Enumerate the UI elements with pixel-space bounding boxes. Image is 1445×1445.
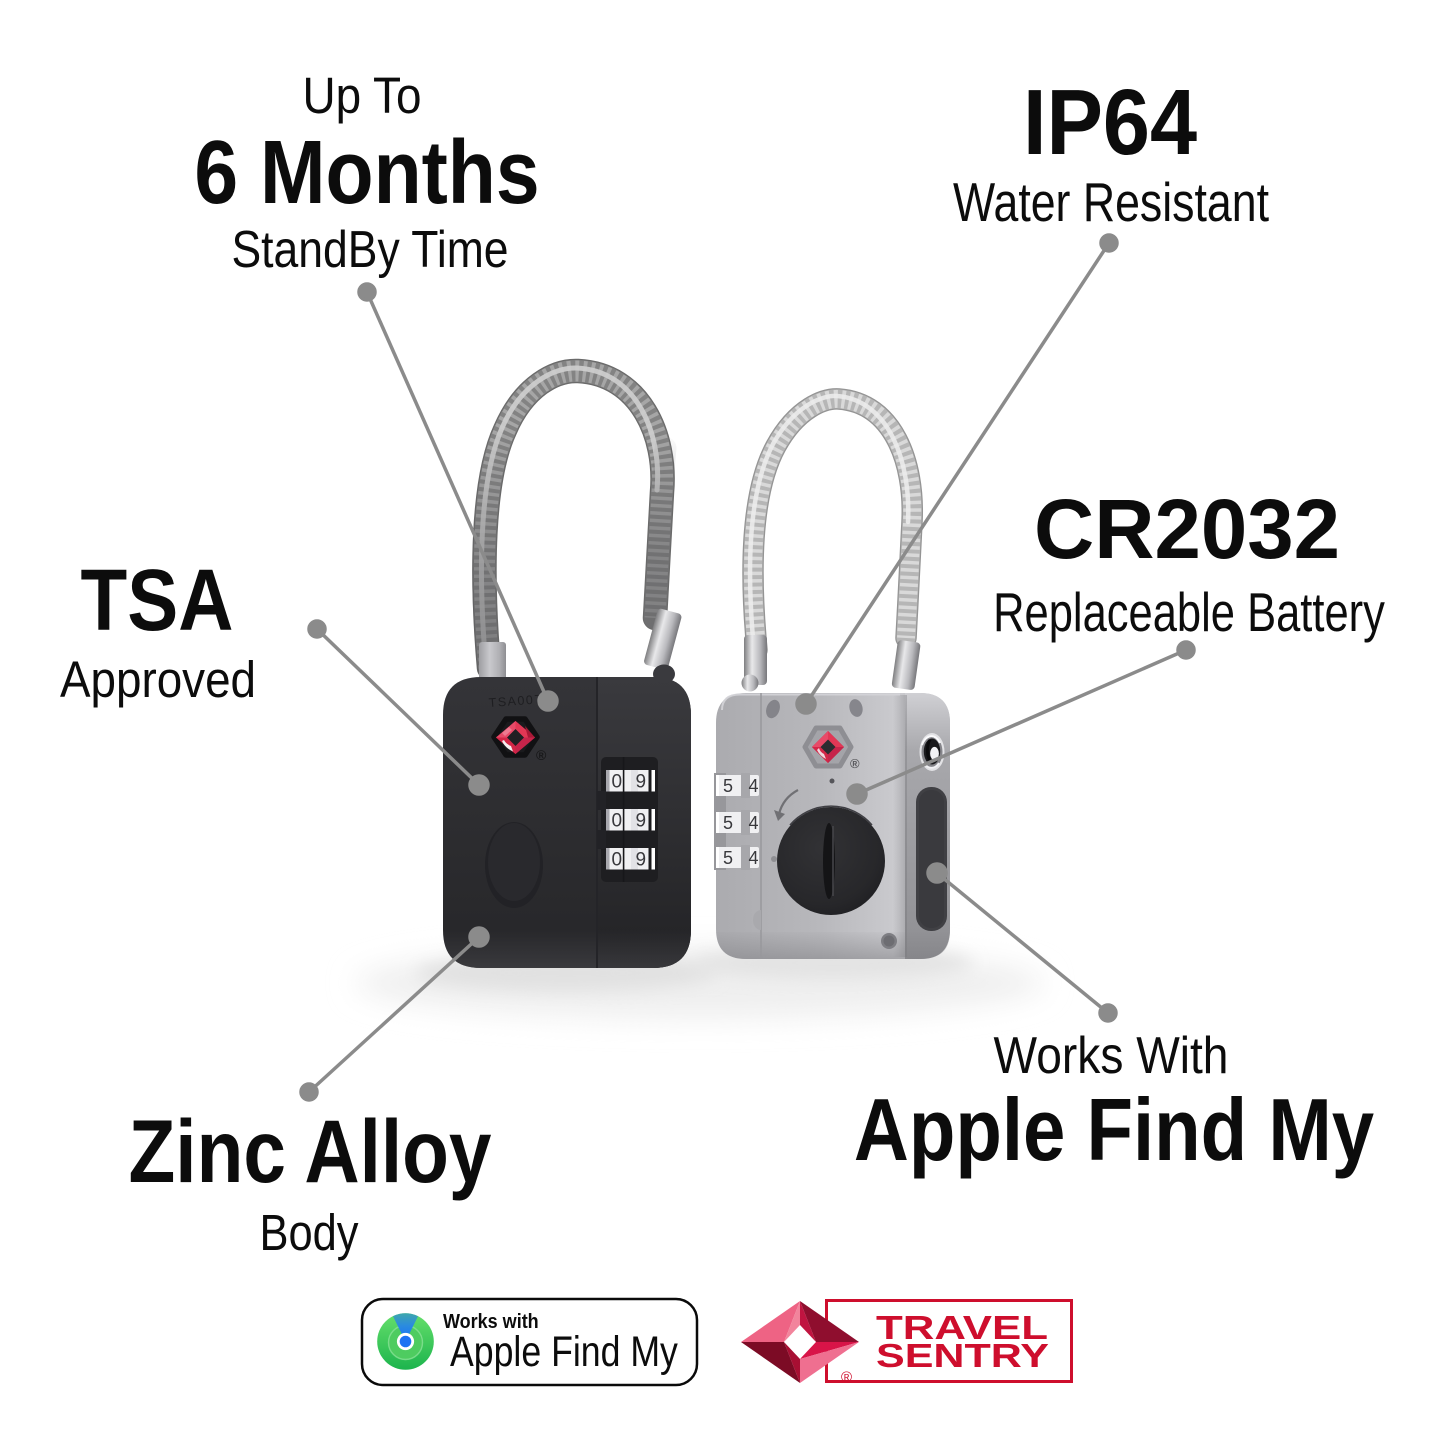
svg-text:4: 4 bbox=[749, 848, 759, 868]
svg-text:4: 4 bbox=[749, 813, 759, 833]
svg-text:0: 0 bbox=[612, 850, 623, 871]
svg-text:9: 9 bbox=[636, 811, 647, 832]
svg-text:®: ® bbox=[536, 747, 547, 763]
svg-text:5: 5 bbox=[723, 776, 733, 796]
svg-text:0: 0 bbox=[612, 811, 623, 832]
svg-text:®: ® bbox=[841, 1369, 852, 1386]
svg-text:9: 9 bbox=[636, 772, 647, 793]
svg-text:5: 5 bbox=[723, 848, 733, 868]
svg-text:TRAVEL: TRAVEL bbox=[876, 1309, 1048, 1346]
svg-text:®: ® bbox=[850, 756, 860, 771]
svg-text:4: 4 bbox=[749, 776, 759, 796]
svg-text:5: 5 bbox=[723, 813, 733, 833]
svg-text:9: 9 bbox=[636, 850, 647, 871]
svg-text:0: 0 bbox=[612, 772, 623, 793]
svg-text:SENTRY: SENTRY bbox=[876, 1337, 1049, 1374]
svg-text:TSA007: TSA007 bbox=[488, 692, 543, 710]
